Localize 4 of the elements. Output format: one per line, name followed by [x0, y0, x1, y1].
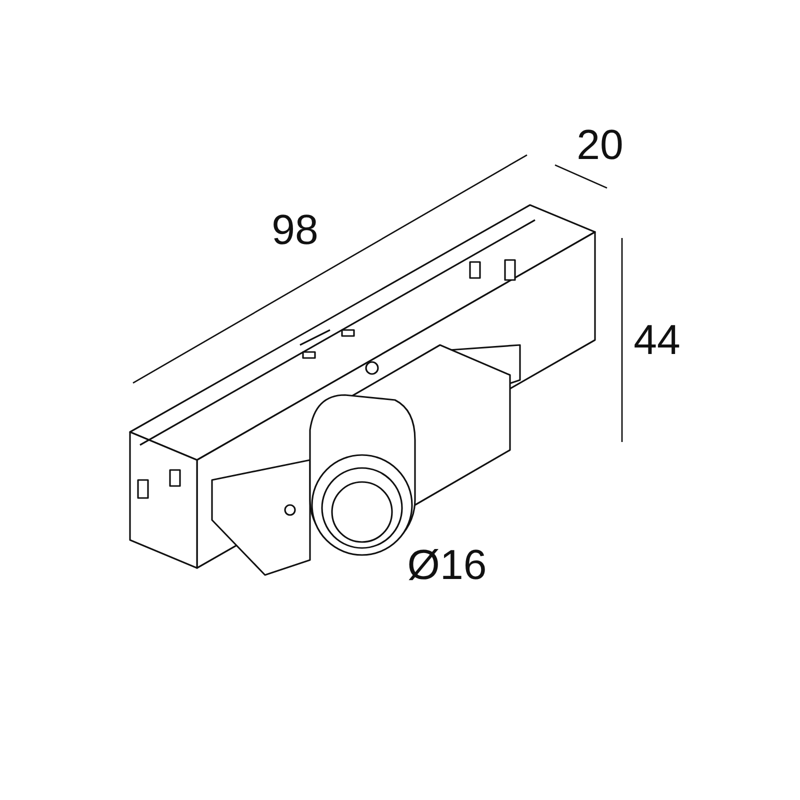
dimension-value: 20	[576, 124, 624, 166]
dimension-value: Ø16	[407, 544, 487, 586]
dimension-value: 44	[634, 319, 680, 361]
dimension-value: 98	[272, 209, 318, 251]
